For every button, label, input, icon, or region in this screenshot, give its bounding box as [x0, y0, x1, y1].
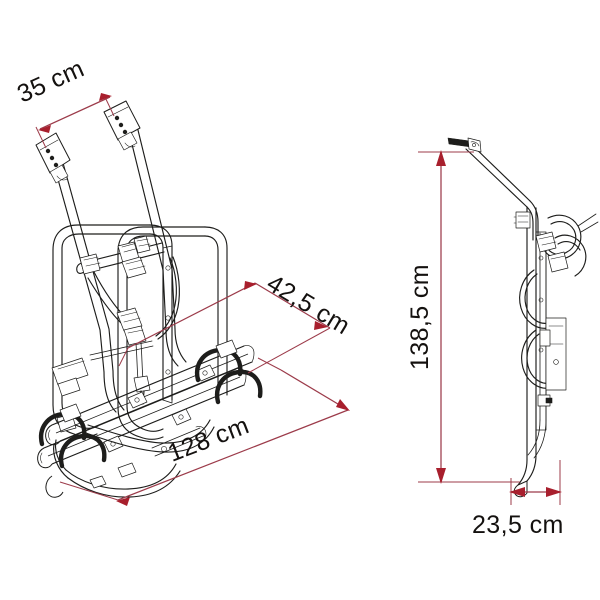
bike-rail-front: [37, 368, 247, 469]
wheel-holder-bracket-left: [51, 357, 89, 397]
side-elevation-view: 138,5 cm 23,5 cm: [406, 137, 599, 539]
lower-carrier-tube: [45, 419, 215, 498]
strap-buckle-assembly: [116, 307, 151, 405]
side-top-hook: [447, 137, 482, 153]
dimension-label-23-5cm: 23,5 cm: [472, 511, 564, 539]
top-mount-bracket-right: [103, 100, 141, 151]
strap-anchor-plates: [59, 339, 238, 423]
side-locking-knob: [537, 394, 553, 407]
lower-crossbar: [89, 340, 154, 361]
rail-clamp-left: [79, 253, 101, 275]
side-cable-loops: [519, 269, 551, 389]
side-upper-arm: [465, 142, 539, 241]
side-lower-bracket: [539, 317, 567, 391]
dimension-138-5cm: 138,5 cm: [406, 150, 520, 484]
rail-clamp-upper: [117, 235, 151, 279]
bike-rails-assembly: [37, 339, 263, 469]
center-tube-detail: [151, 426, 207, 457]
side-rail-clamps: [535, 231, 569, 273]
dimension-label-138-5cm: 138,5 cm: [406, 264, 434, 370]
lower-tube-fittings: [89, 446, 167, 489]
side-upper-clamp: [513, 211, 531, 229]
dimension-23-5cm: 23,5 cm: [472, 460, 564, 539]
top-mount-bracket-left: [35, 132, 71, 184]
